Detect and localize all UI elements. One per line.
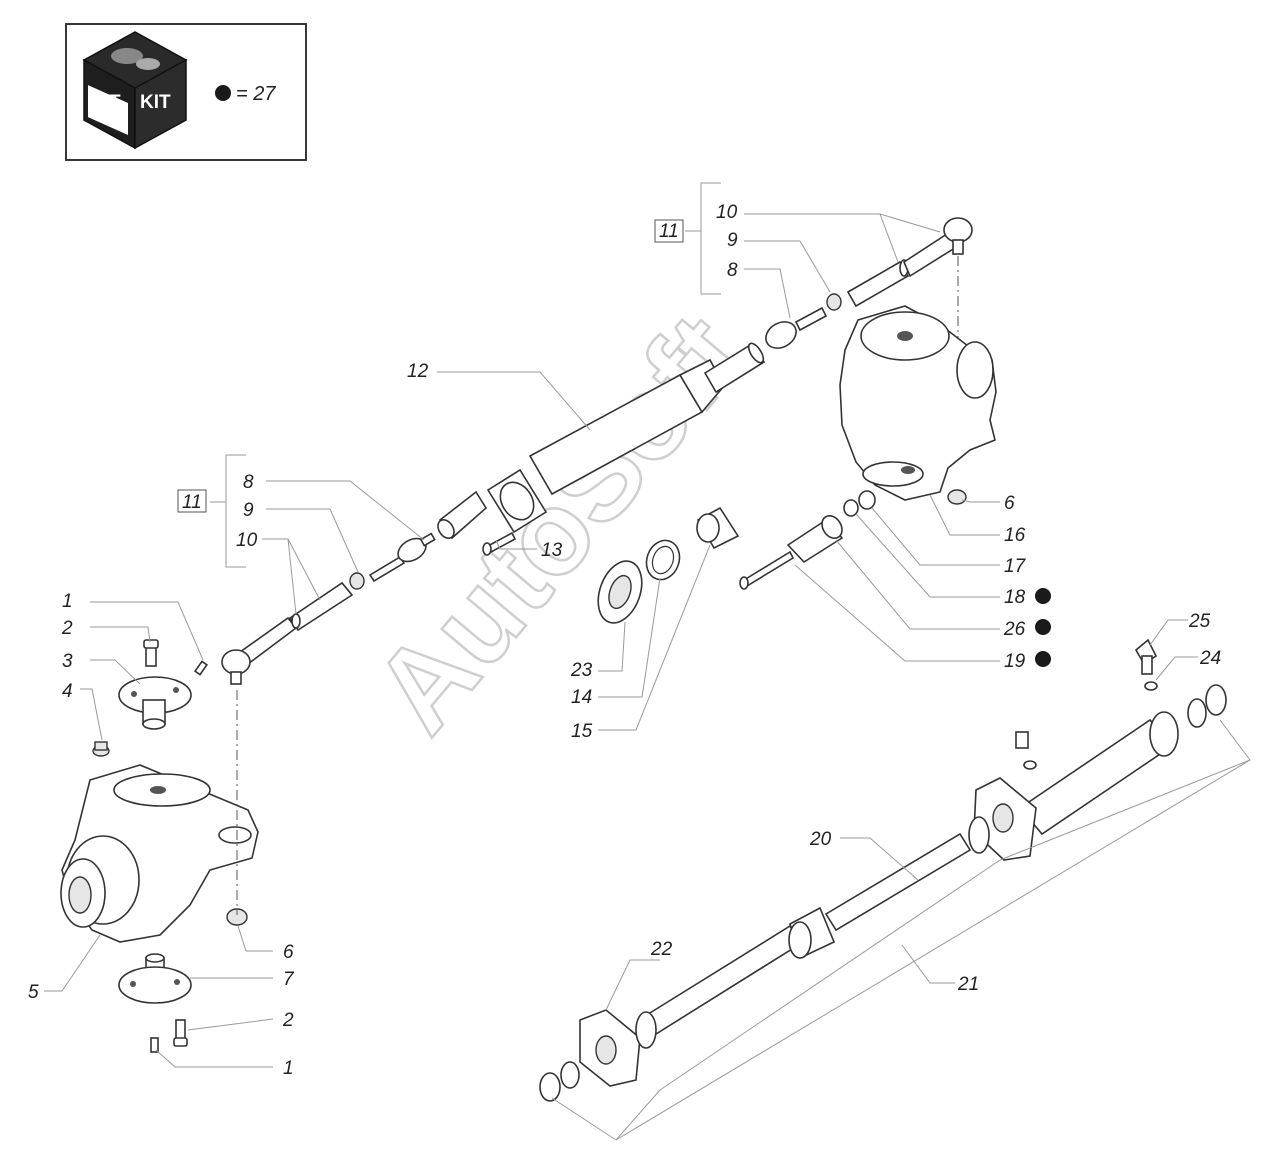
callout-8-upper: 8 (727, 260, 738, 281)
callout-16: 16 (1004, 525, 1026, 546)
callout-11-upper: 11 (659, 221, 679, 242)
callout-5: 5 (28, 982, 39, 1003)
callout-2-bottom: 2 (282, 1010, 294, 1031)
king-pin-bottom (118, 953, 192, 1004)
callout-12: 12 (407, 361, 429, 382)
callout-numbers: 1 2 3 4 5 6 7 2 1 11 8 9 10 12 13 23 14 … (28, 202, 1221, 1079)
callout-1-top: 1 (62, 591, 73, 612)
callout-2-top: 2 (61, 618, 73, 639)
grease-nipple-left (92, 741, 110, 757)
tube-21 (1018, 718, 1174, 836)
kit-marker-18 (1035, 588, 1051, 604)
washer-17 (858, 490, 876, 510)
callout-25: 25 (1188, 611, 1211, 632)
callout-3: 3 (62, 651, 73, 672)
circlip-left-2 (539, 1072, 561, 1102)
tie-rod-end-right (846, 217, 973, 308)
axle-shaft-group (539, 638, 1227, 1102)
callout-1-bottom: 1 (283, 1058, 294, 1079)
left-tie-rod-group (221, 532, 436, 685)
callout-15: 15 (571, 721, 593, 742)
callout-20: 20 (809, 829, 832, 850)
bushing-right (947, 489, 967, 505)
kit-label-right: KIT (140, 92, 171, 113)
knuckle-body-left (60, 764, 259, 943)
kit-group-box-11-lower (177, 489, 207, 513)
callout-17: 17 (1004, 556, 1027, 577)
callout-14: 14 (571, 687, 592, 708)
washer-18 (843, 499, 859, 517)
callout-10-upper: 10 (716, 202, 738, 223)
bolt-19 (742, 550, 795, 588)
nut-left (349, 572, 365, 590)
seal-group (597, 506, 740, 624)
circlip-left-1 (560, 1061, 580, 1089)
callout-10-lower: 10 (236, 530, 258, 551)
inner-ball-joint-left (368, 532, 436, 583)
callout-7: 7 (283, 969, 295, 990)
callout-13: 13 (541, 540, 563, 561)
left-knuckle-group (60, 639, 259, 1053)
inner-ball-joint-right (765, 306, 828, 349)
callout-21: 21 (957, 974, 979, 995)
kit-group-box-11-upper (654, 219, 684, 243)
steering-cylinder-upper (437, 342, 766, 556)
grease-fitting-upper-tube (1015, 731, 1037, 770)
callout-11-lower: 11 (182, 492, 202, 513)
callout-4: 4 (62, 681, 73, 702)
circlip-right-2 (1205, 684, 1227, 716)
callout-26: 26 (1003, 619, 1026, 640)
right-knuckle-group (739, 305, 997, 590)
kit-label-left: KIT (90, 92, 121, 113)
king-pin-top (118, 676, 192, 730)
kit-marker-26 (1035, 619, 1051, 635)
callout-22: 22 (650, 939, 673, 960)
callout-8-lower: 8 (243, 472, 254, 493)
grease-fitting-25 (1134, 638, 1158, 675)
callout-9-lower: 9 (243, 500, 254, 521)
roll-pin-bottom (150, 1037, 159, 1053)
kit-legend: KIT KIT = 27 (65, 23, 307, 161)
washer-24 (1144, 681, 1158, 691)
kit-dot-icon (215, 85, 231, 101)
bushing-left (226, 908, 248, 926)
callout-9-upper: 9 (727, 230, 738, 251)
callout-24: 24 (1199, 648, 1221, 669)
circlip-right-1 (1187, 698, 1207, 728)
leader-lines (44, 182, 1251, 1141)
bolt-bottom (173, 1019, 188, 1047)
callout-19: 19 (1004, 651, 1026, 672)
bushing-15 (696, 506, 740, 550)
callout-23: 23 (570, 660, 593, 681)
circlip-upper (968, 816, 990, 854)
kit-legend-text: = 27 (236, 83, 276, 105)
callout-6-right: 6 (1004, 493, 1015, 514)
callout-18: 18 (1004, 587, 1026, 608)
bolt-top (143, 639, 159, 667)
callout-6-left: 6 (283, 942, 294, 963)
bolt-13 (482, 531, 517, 556)
nut-right (826, 293, 842, 311)
tie-rod-end-left (221, 581, 354, 685)
roll-pin-top (193, 660, 209, 676)
kit-marker-19 (1035, 651, 1051, 667)
circlip-lower (635, 1011, 657, 1049)
kit-box-icon: KIT KIT (82, 31, 188, 150)
